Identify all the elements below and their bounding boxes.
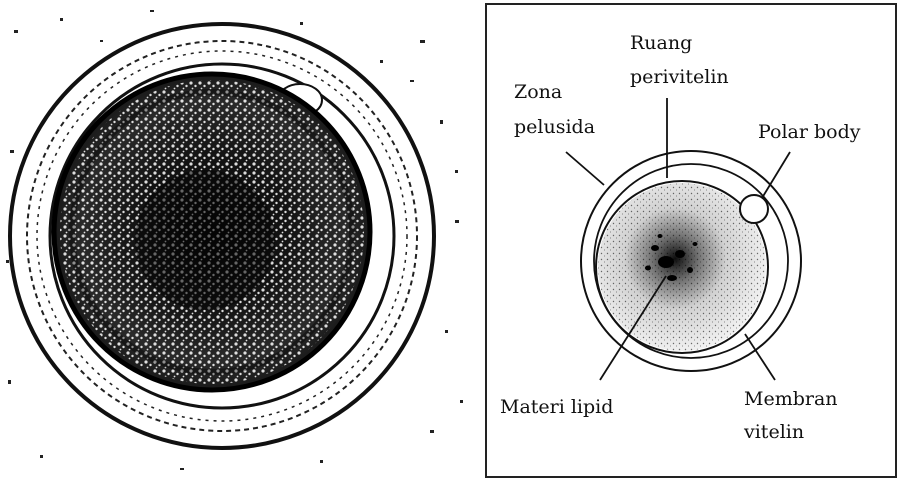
label-zona-pelusida-line2: pelusida [514,116,595,138]
schematic-panel: Ruang perivitelin Zona pelusida Polar bo… [486,4,896,477]
polar-body [740,195,768,223]
label-membran-vitelin-line1: Membran [744,388,838,410]
label-materi-lipid: Materi lipid [500,396,613,418]
ooplasm-dark-core [135,170,275,310]
label-membran-vitelin-line2: vitelin [743,421,804,443]
label-zona-pelusida-line1: Zona [514,81,562,103]
label-polar-body: Polar body [758,121,861,143]
micrograph-panel [0,0,470,481]
label-ruang-perivitelin-line2: perivitelin [630,66,729,88]
label-ruang-perivitelin-line1: Ruang [630,32,692,54]
